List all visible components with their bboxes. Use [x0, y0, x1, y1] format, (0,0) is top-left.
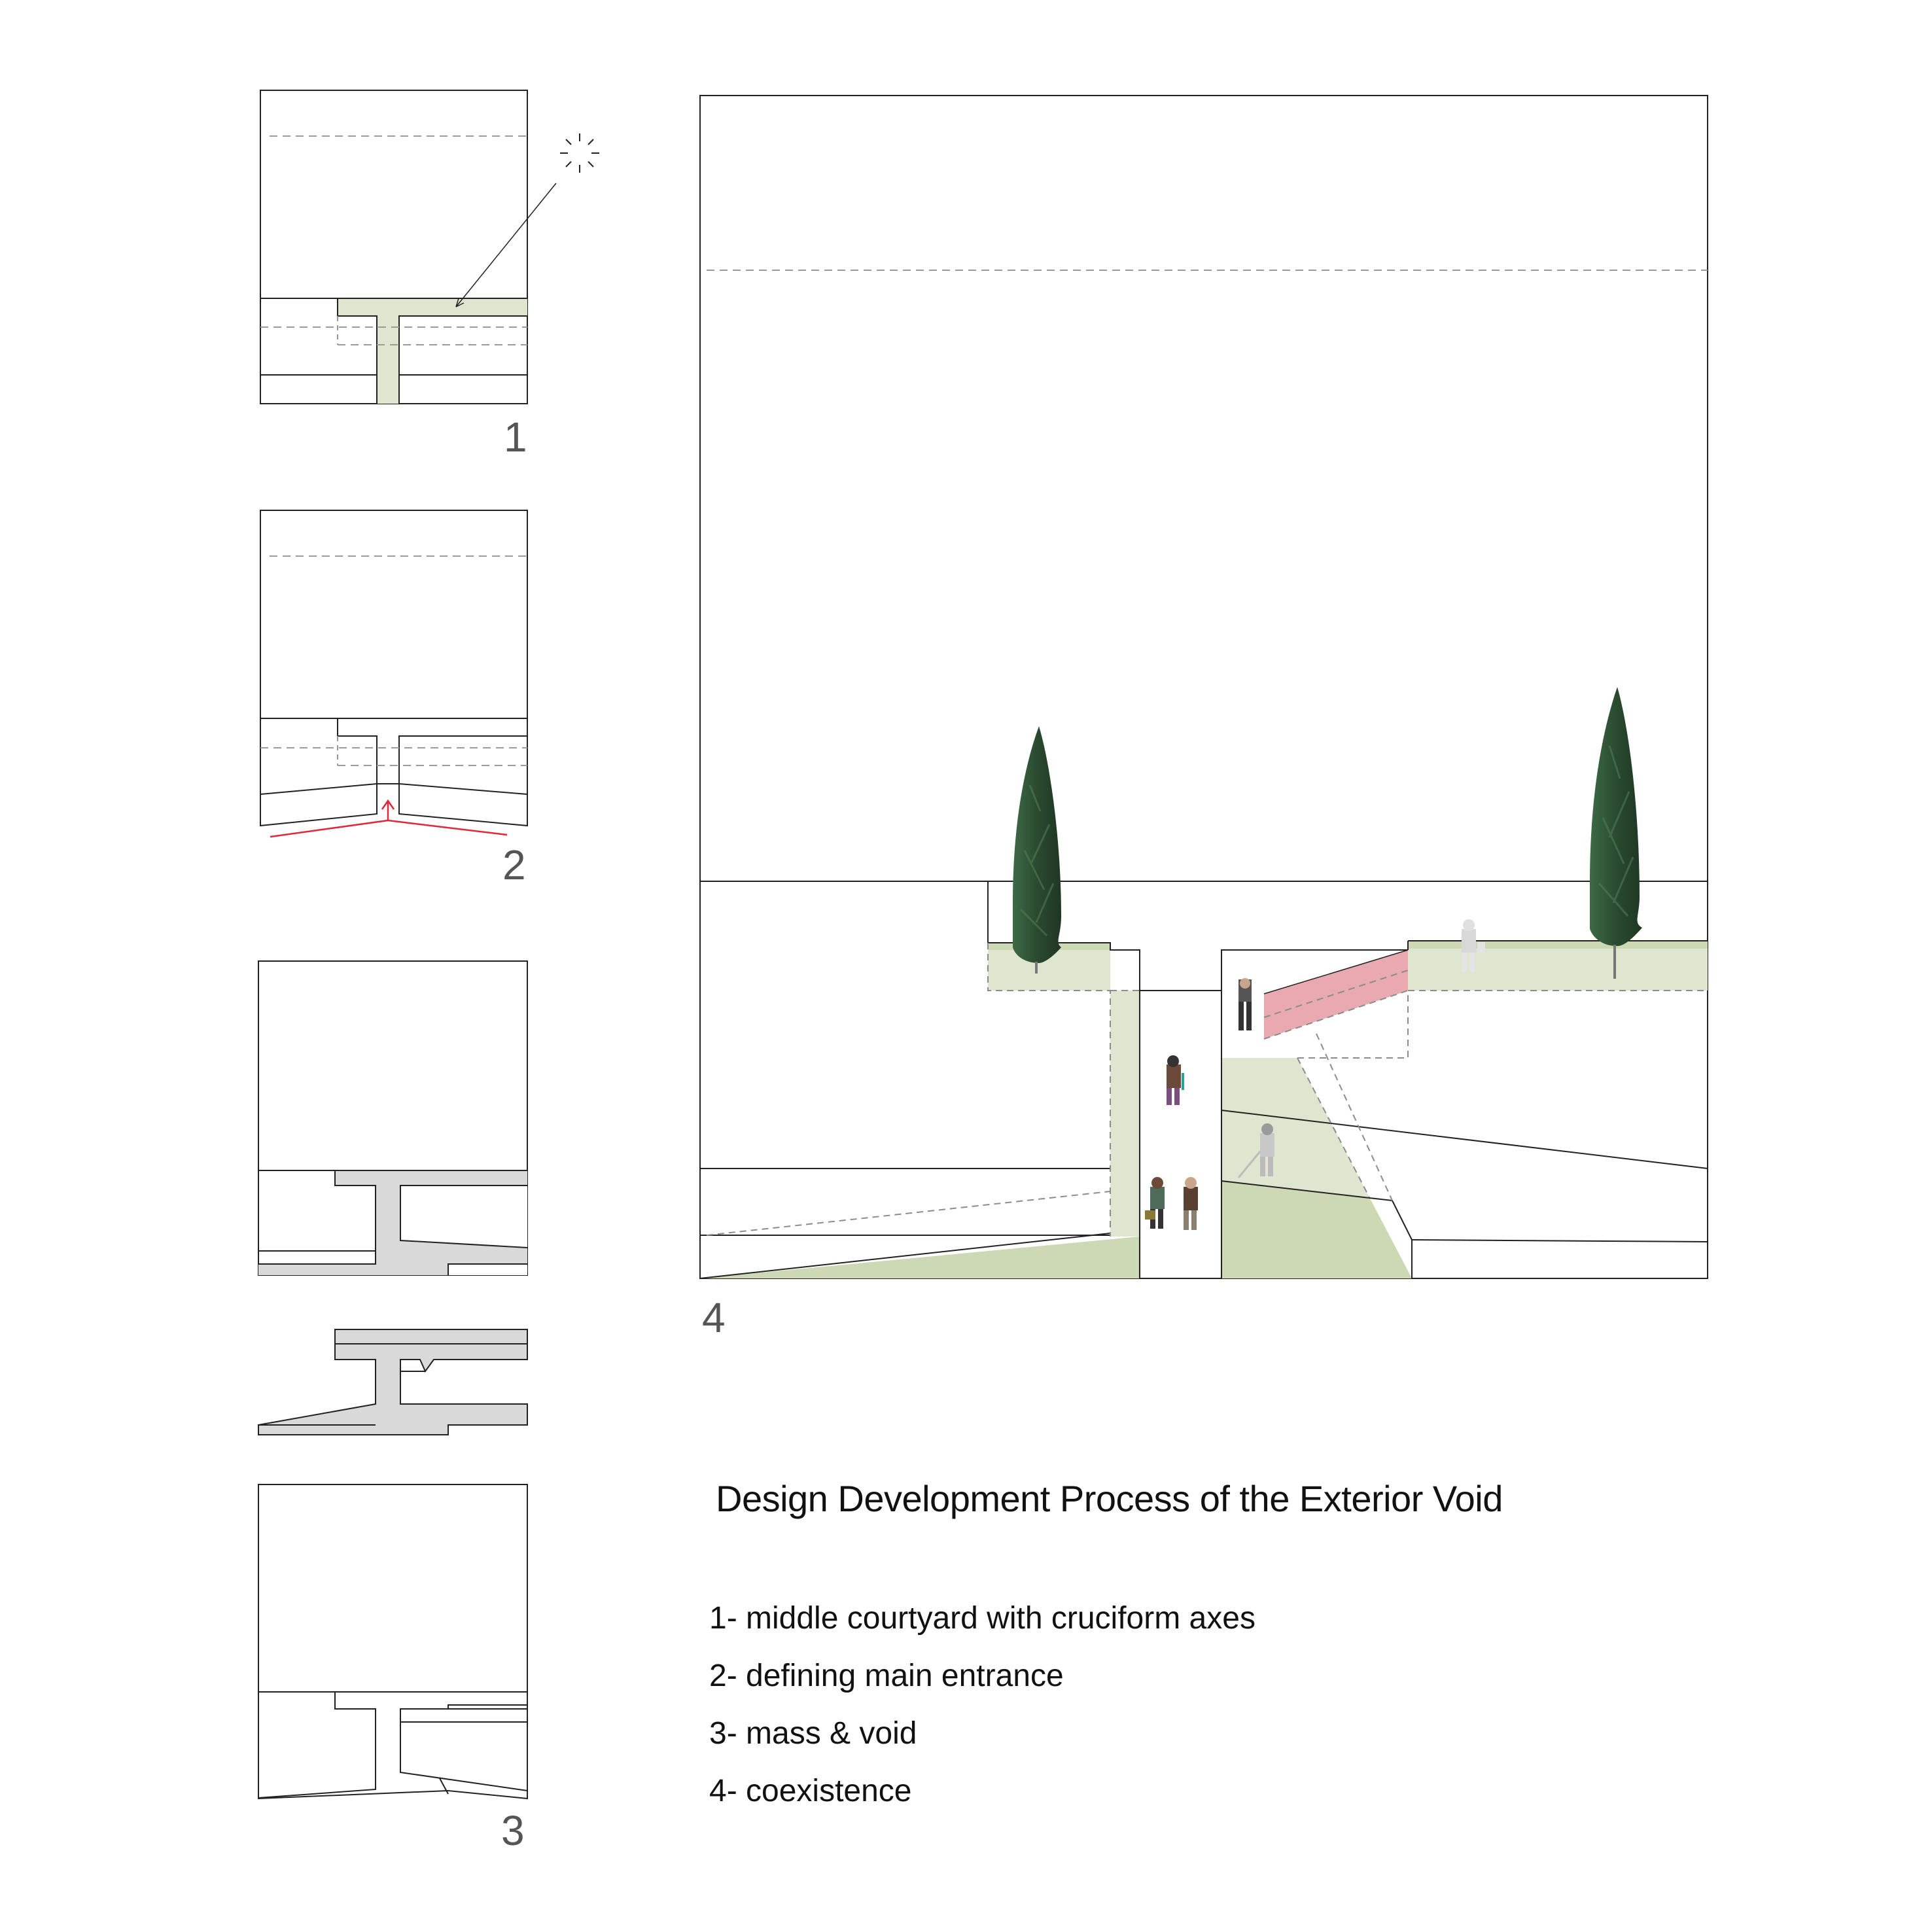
bridge-pink-area — [1264, 950, 1408, 1039]
terrace-green-right — [1408, 941, 1708, 991]
legend-item: 3- mass & void — [709, 1716, 917, 1751]
person-figure-icon — [1237, 1123, 1274, 1178]
panel-4-coexistence — [699, 95, 1708, 1279]
cypress-tree-icon — [1590, 687, 1642, 979]
step-number-3: 3 — [501, 1807, 525, 1854]
legend-item: 4- coexistence — [709, 1774, 912, 1808]
sun-icon — [560, 133, 599, 173]
person-figure-icon — [1238, 978, 1252, 1030]
panel-3-void-shape — [258, 1329, 528, 1435]
path-green-left — [1110, 991, 1140, 1237]
panel-3-result — [258, 1484, 528, 1800]
courtyard-green-area — [338, 298, 527, 404]
step-number-1: 1 — [504, 413, 527, 461]
person-figure-icon — [1145, 1177, 1165, 1229]
cypress-tree-icon — [1013, 726, 1061, 974]
ground-green-right-lower — [1221, 1181, 1412, 1278]
step-number-4: 4 — [702, 1294, 726, 1341]
entrance-axis-icon — [270, 799, 508, 838]
diagram-title: Design Development Process of the Exteri… — [716, 1478, 1503, 1519]
step-number-2: 2 — [502, 841, 526, 888]
legend-list: 1- middle courtyard with cruciform axes … — [709, 1590, 1256, 1820]
terrace-green-right-top — [1408, 941, 1708, 949]
ground-green-left — [700, 1237, 1140, 1278]
panel-3-mass — [258, 960, 528, 1276]
panel-1-courtyard — [260, 90, 599, 404]
person-figure-icon — [1167, 1055, 1184, 1105]
person-figure-icon — [1462, 919, 1485, 972]
panel-2-entrance — [260, 510, 528, 838]
legend-item: 1- middle courtyard with cruciform axes — [709, 1601, 1256, 1636]
legend-item: 2- defining main entrance — [709, 1659, 1064, 1693]
sunlight-arrow — [455, 183, 557, 307]
person-figure-icon — [1184, 1177, 1198, 1230]
